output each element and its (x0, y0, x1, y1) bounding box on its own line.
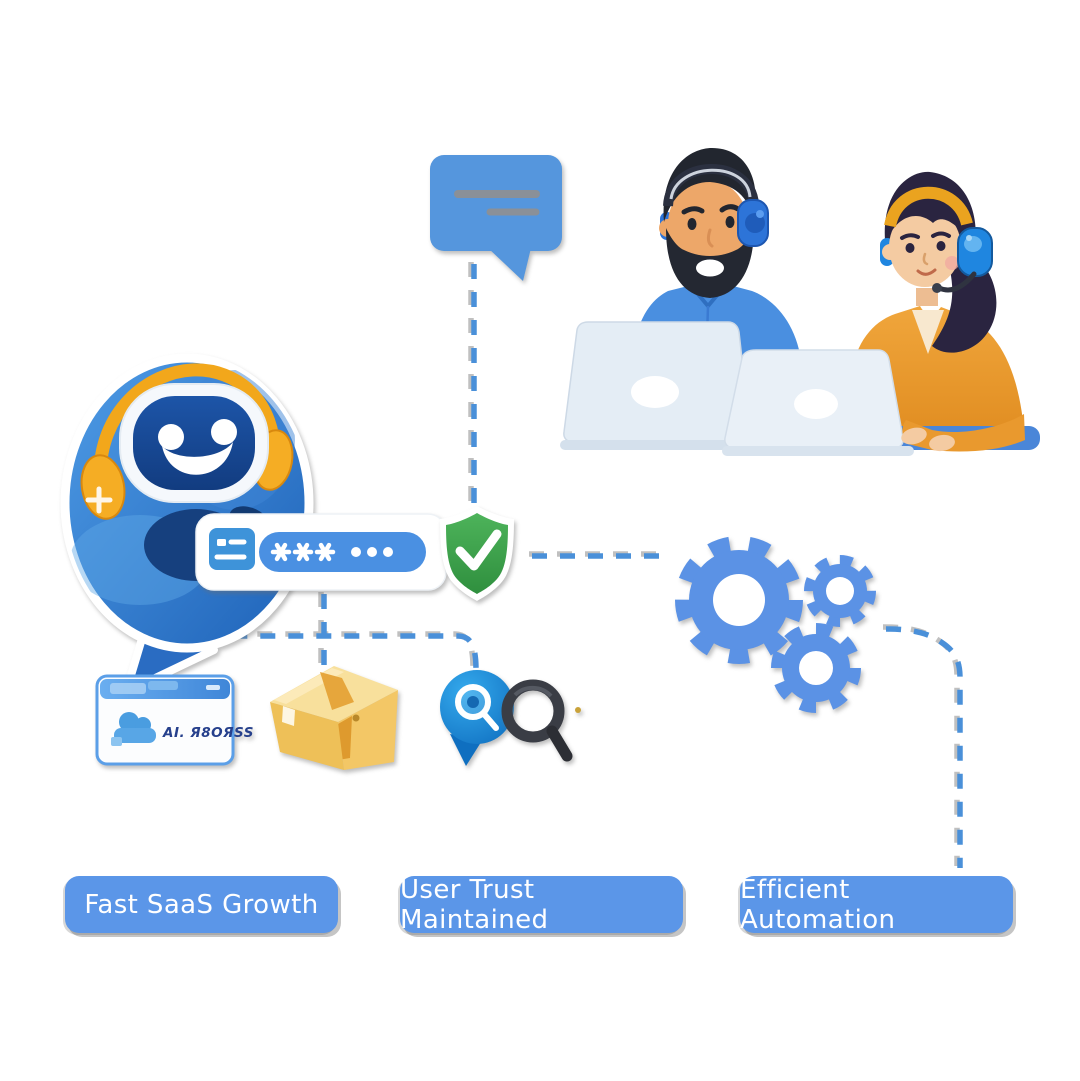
masked-password-dots (351, 547, 393, 557)
verified-shield-icon (440, 506, 514, 601)
id-card-icon: AI. Я8ОЯSS (95, 674, 254, 766)
gears-icon (675, 536, 876, 713)
badge-user-trust-maintained[interactable]: User Trust Maintained (400, 875, 683, 935)
card-cloud-icon (111, 712, 156, 746)
password-input-bar (195, 513, 447, 591)
masked-password-stars (270, 542, 336, 562)
woman-hands (901, 414, 1025, 452)
id-card-label: AI. Я8ОЯSS (162, 725, 254, 741)
laptop-woman (722, 349, 914, 456)
plus-sparkle-icon (85, 486, 113, 514)
connector-gears-to-automation (885, 626, 963, 868)
woman-agent (848, 171, 1025, 442)
badge-fast-saas-growth[interactable]: Fast SaaS Growth (65, 876, 338, 933)
magnifier-icon (501, 679, 581, 762)
support-agents-illustration (560, 148, 1040, 456)
package-box-icon (270, 666, 398, 770)
laptop-man (560, 321, 758, 450)
password-form-icon (209, 528, 255, 570)
chat-message-icon (430, 155, 562, 281)
badge-efficient-automation[interactable]: Efficient Automation (740, 875, 1013, 935)
chat-search-icon (440, 670, 514, 766)
dashed-connectors (148, 264, 963, 868)
masked-password-field[interactable] (259, 532, 426, 572)
